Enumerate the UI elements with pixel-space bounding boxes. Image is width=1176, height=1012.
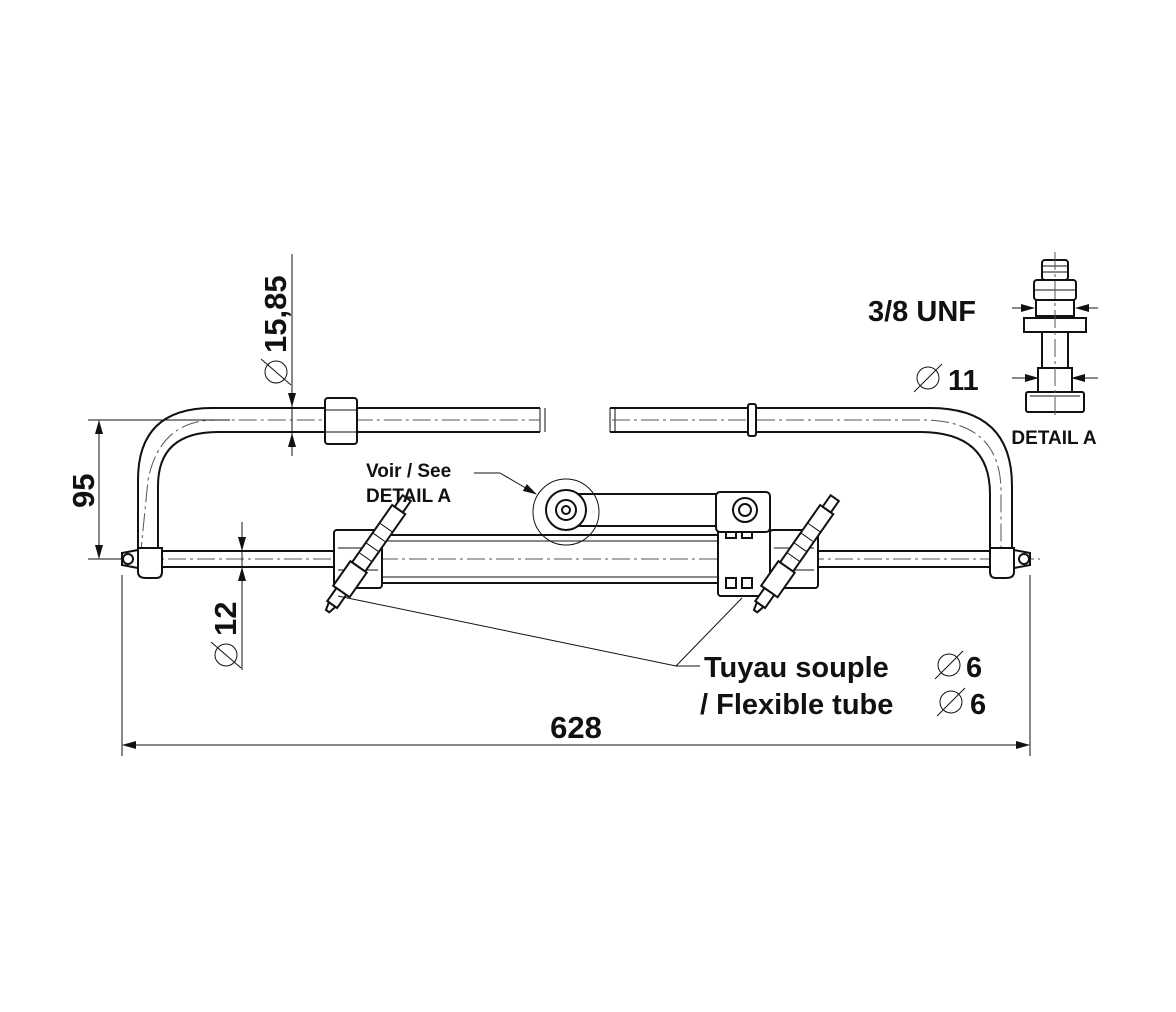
dim-tube-diameter: 15,85 bbox=[258, 254, 296, 456]
thread-text: 3/8 UNF bbox=[868, 296, 976, 328]
hose-fitting-left bbox=[324, 493, 413, 614]
hose-en-text: / Flexible tube bbox=[700, 689, 893, 721]
rod-end-right bbox=[989, 547, 1031, 579]
see-detail-callout: Voir / See DETAIL A bbox=[366, 461, 537, 507]
thread-callout: 3/8 UNF bbox=[868, 296, 1098, 328]
tiller-arm bbox=[532, 478, 771, 546]
dim-rod-diameter: 12 bbox=[208, 522, 246, 670]
hose-fr-text: Tuyau souple bbox=[704, 652, 889, 684]
hose-fr-size: 6 bbox=[966, 652, 982, 684]
see-detail-line2: DETAIL A bbox=[366, 486, 451, 507]
hose-callout: Tuyau souple 6 / Flexible tube 6 bbox=[337, 595, 986, 721]
dim-tube-diameter-text: 15,85 bbox=[258, 275, 293, 353]
dim-height-text: 95 bbox=[66, 474, 101, 508]
fitting-diameter-callout: 11 bbox=[913, 363, 1098, 397]
fitting-diameter-text: 11 bbox=[948, 365, 979, 397]
dim-rod-diameter-text: 12 bbox=[208, 602, 243, 636]
detail-caption: DETAIL A bbox=[1011, 428, 1096, 449]
rod-end-left bbox=[121, 547, 163, 579]
tube-ring bbox=[747, 403, 757, 437]
hose-fitting-right bbox=[752, 493, 841, 614]
dim-total-length: 628 bbox=[121, 575, 1031, 756]
detail-a-fitting bbox=[1023, 252, 1087, 418]
tube-nut bbox=[324, 397, 358, 445]
dim-height: 95 bbox=[66, 419, 230, 560]
dim-total-length-text: 628 bbox=[550, 710, 602, 745]
cylinder-body bbox=[333, 521, 819, 597]
hose-en-size: 6 bbox=[970, 689, 986, 721]
see-detail-line1: Voir / See bbox=[366, 461, 451, 482]
